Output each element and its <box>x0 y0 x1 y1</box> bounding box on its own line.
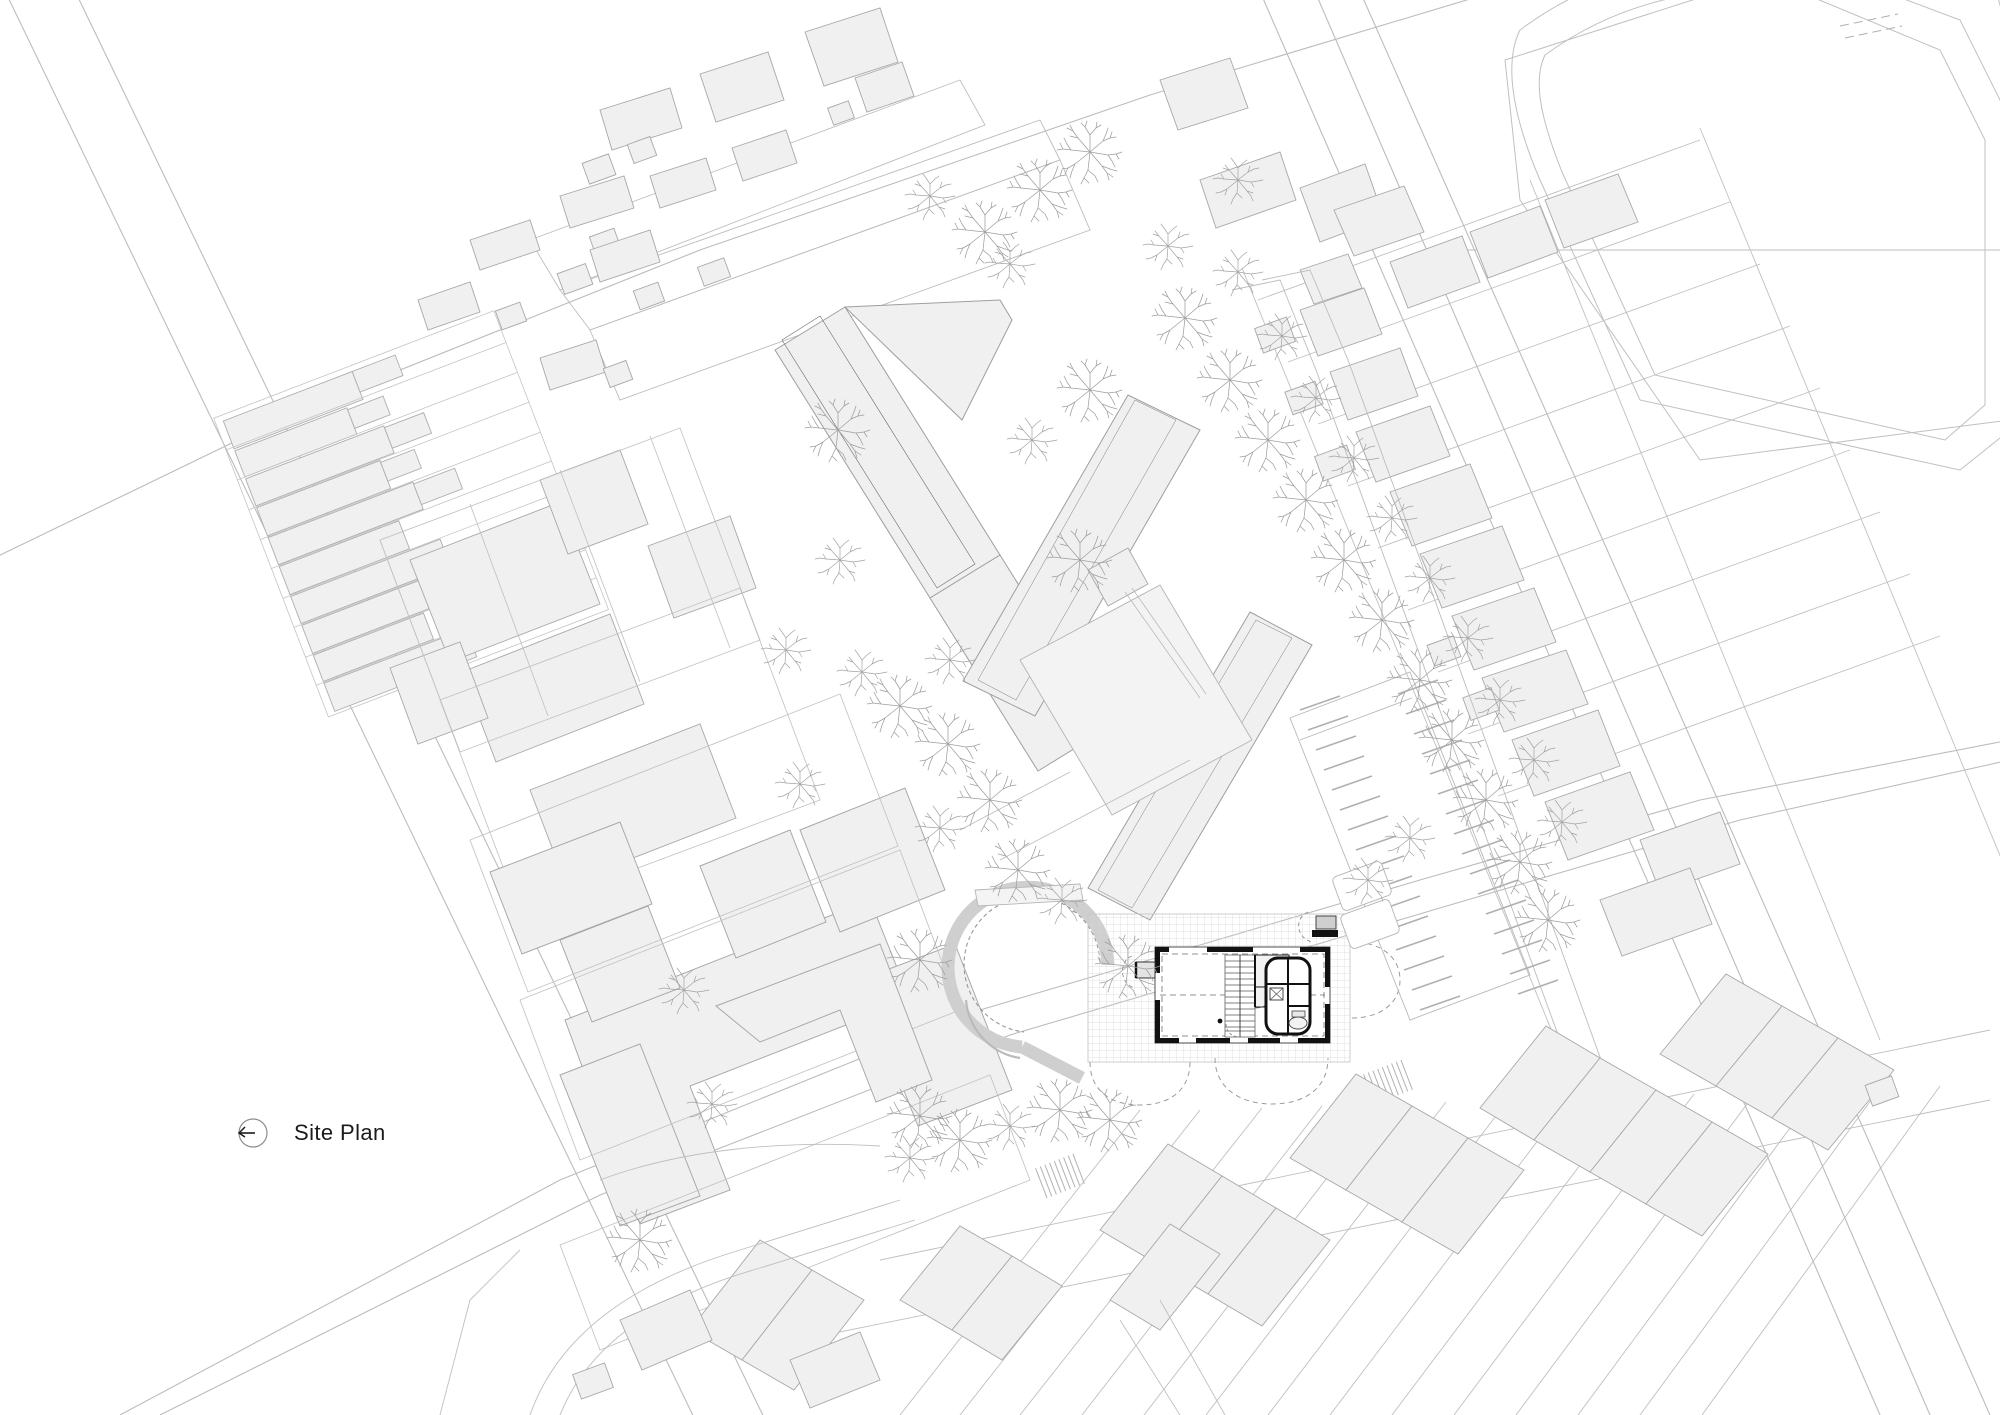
circular-plaza <box>941 880 1115 1084</box>
pavilion-landscape-dashed <box>1089 941 1401 1106</box>
dashed-marker-ne <box>1839 13 1903 39</box>
pavilion-stair <box>1224 954 1256 1038</box>
south-small-buildings <box>572 1289 881 1409</box>
west-parcel-lines <box>379 427 821 913</box>
central-court-lines <box>959 587 1207 861</box>
central-courtyard-surfaces <box>1019 547 1253 816</box>
legend: Site Plan <box>238 1118 386 1148</box>
south-west-L-block <box>715 943 933 1103</box>
parking-lot <box>1289 671 1559 1021</box>
drawing-title: Site Plan <box>294 1120 386 1145</box>
west-terrace-block <box>389 449 757 885</box>
south-garden-row-houses <box>689 973 1900 1391</box>
parking-island <box>1332 861 1400 949</box>
crosswalk-west <box>1035 1153 1085 1199</box>
north-small-buildings <box>417 7 1385 391</box>
north-arrow-circle-icon <box>237 1118 268 1148</box>
east-suburban-houses <box>1254 173 1741 957</box>
pavilion-service-core <box>1264 956 1312 1036</box>
pavilion-roof-element <box>1298 911 1338 943</box>
proposed-pavilion <box>1122 911 1338 1044</box>
